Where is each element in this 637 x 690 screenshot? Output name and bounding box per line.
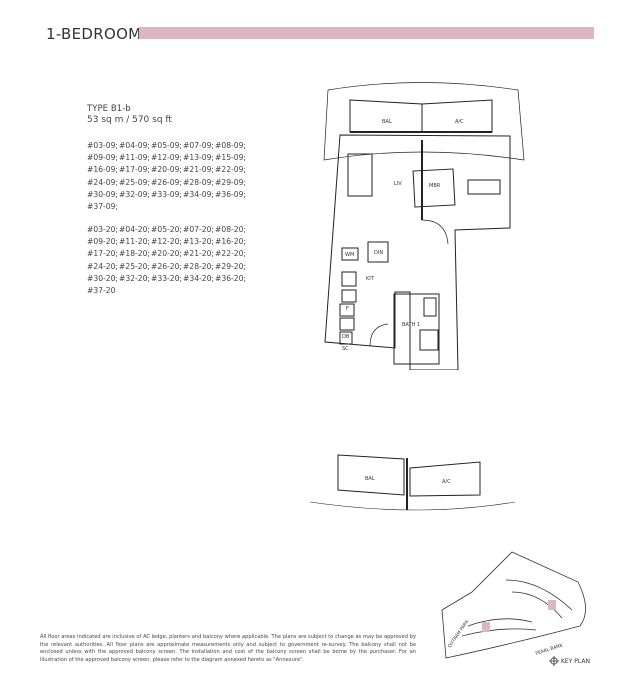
svg-text:A/C: A/C <box>455 119 464 125</box>
unit-number: #18-20; <box>119 249 150 259</box>
unit-number: #05-09; <box>151 141 182 150</box>
unit-number: #30-09; <box>87 189 118 199</box>
unit-number: #36-09; <box>215 189 246 199</box>
unit-number: #25-20; <box>119 261 150 271</box>
unit-number: #28-20; <box>183 261 214 271</box>
unit-info: TYPE B1-b 53 sq m / 570 sq ft <box>87 104 172 126</box>
unit-number: #03-09; <box>87 141 118 150</box>
unit-number: #22-20; <box>215 249 246 259</box>
unit-number: #03-20; <box>87 225 118 234</box>
key-plan: OUTRAM PARK PEARL BANK KEY PLAN <box>441 551 590 666</box>
unit-area: 53 sq m / 570 sq ft <box>87 115 172 125</box>
unit-number: #11-09; <box>119 153 150 163</box>
page-title: 1-BEDROOM <box>46 25 142 43</box>
svg-text:PEARL BANK: PEARL BANK <box>535 642 565 657</box>
unit-number: #13-09; <box>183 153 214 163</box>
unit-number: #16-09; <box>87 165 118 175</box>
svg-text:BAL: BAL <box>382 119 392 125</box>
unit-number: #17-09; <box>119 165 150 175</box>
unit-number: #26-20; <box>151 261 182 271</box>
title-accent-bar <box>139 27 594 39</box>
svg-text:F: F <box>346 306 349 312</box>
unit-number: #08-20; <box>215 225 246 234</box>
svg-text:DB: DB <box>342 334 350 340</box>
unit-number: #36-20; <box>215 273 246 283</box>
unit-number: #20-20; <box>151 249 182 259</box>
unit-number: #07-09; <box>183 141 214 150</box>
unit-number: #09-09; <box>87 153 118 163</box>
disclaimer-text: All floor areas indicated are inclusive … <box>40 634 416 663</box>
unit-number: #26-09; <box>151 177 182 187</box>
unit-number: #33-09; <box>151 189 182 199</box>
unit-number: #34-09; <box>183 189 214 199</box>
unit-number: #25-09; <box>119 177 150 187</box>
unit-number: #15-09; <box>215 153 246 163</box>
unit-number: #20-09; <box>151 165 182 175</box>
unit-number: #21-20; <box>183 249 214 259</box>
unit-number: #12-20; <box>151 237 182 247</box>
unit-number: #21-09; <box>183 165 214 175</box>
unit-number: #07-20; <box>183 225 214 234</box>
unit-number: #33-20; <box>151 273 182 283</box>
unit-number: #34-20; <box>183 273 214 283</box>
svg-text:A/C: A/C <box>442 479 451 485</box>
svg-text:SC: SC <box>342 346 349 352</box>
svg-text:LIV: LIV <box>394 181 402 187</box>
unit-number: #13-20; <box>183 237 214 247</box>
unit-number: #16-20; <box>215 237 246 247</box>
svg-text:KIT: KIT <box>366 276 375 282</box>
unit-number: #37-09; <box>87 202 118 212</box>
unit-number: #04-20; <box>119 225 150 234</box>
svg-text:WM: WM <box>345 252 354 258</box>
svg-text:DIN: DIN <box>374 250 383 256</box>
svg-text:BAL: BAL <box>365 476 375 482</box>
unit-number: #17-20; <box>87 249 118 259</box>
unit-number: #29-20; <box>215 261 246 271</box>
unit-number: #24-20; <box>87 261 118 271</box>
svg-text:BATH 1: BATH 1 <box>402 322 420 328</box>
svg-text:KEY PLAN: KEY PLAN <box>561 658 590 665</box>
unit-number: #08-09; <box>215 141 246 150</box>
unit-number: #09-20; <box>87 237 118 247</box>
unit-number: #32-20; <box>119 273 150 283</box>
unit-type: TYPE B1-b <box>87 104 131 114</box>
unit-number: #29-09; <box>215 177 246 187</box>
svg-text:MBR: MBR <box>429 183 441 189</box>
unit-number: #04-09; <box>119 141 150 150</box>
unit-number: #30-20; <box>87 273 118 283</box>
unit-number: #22-09; <box>215 165 246 175</box>
unit-number: #24-09; <box>87 177 118 187</box>
unit-number: #32-09; <box>119 189 150 199</box>
unit-number: #12-09; <box>151 153 182 163</box>
unit-number: #11-20; <box>119 237 150 247</box>
unit-list-20: #03-20;#04-20;#05-20;#07-20;#08-20; #09-2… <box>87 224 257 297</box>
unit-number: #37-20 <box>87 286 116 296</box>
unit-number: #28-09; <box>183 177 214 187</box>
svg-text:OUTRAM PARK: OUTRAM PARK <box>447 618 471 649</box>
floor-plan: BAL A/C LIV MBR DIN WM KIT F DB SC BATH … <box>323 82 525 370</box>
balcony-detail: BAL A/C <box>310 454 516 511</box>
unit-number: #05-20; <box>151 225 182 234</box>
unit-list-09: #03-09;#04-09;#05-09;#07-09;#08-09; #09-0… <box>87 140 257 213</box>
